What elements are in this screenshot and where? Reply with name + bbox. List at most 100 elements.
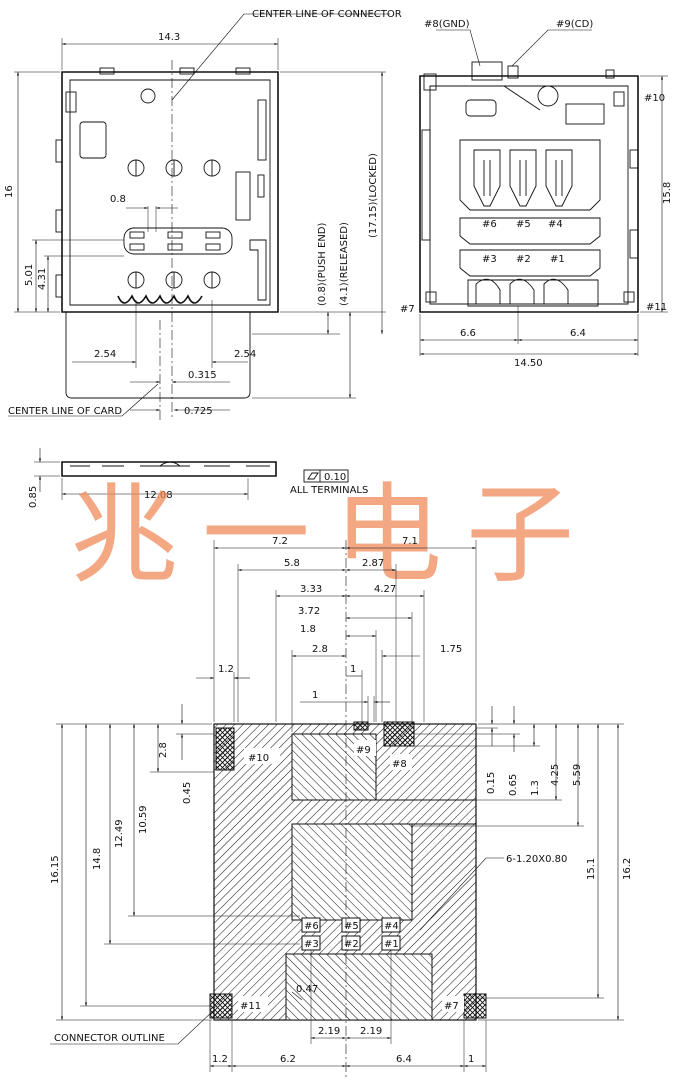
dim-4-27: 4.27 — [374, 584, 396, 595]
dim-15-8: 15.8 — [662, 182, 673, 204]
pad-labels: #10 #9 #8 #6 #5 #4 #3 #2 #1 #11 #7 — [238, 740, 464, 1012]
dim-5-01: 5.01 — [24, 264, 35, 286]
dim-1-3: 1.3 — [530, 780, 541, 796]
connector-body-outline — [61, 71, 279, 313]
label-connector-outline: CONNECTOR OUTLINE — [54, 1033, 165, 1044]
dim-6-4-bottom: 6.4 — [396, 1054, 412, 1065]
dim-15-1: 15.1 — [586, 858, 597, 880]
dim-0-47: 0.47 — [296, 984, 318, 995]
dim-5-59: 5.59 — [572, 764, 583, 786]
dim-12-08: 12.08 — [144, 490, 173, 501]
dim-14-50: 14.50 — [514, 358, 543, 369]
watermark-text: 兆一电子 — [70, 473, 598, 598]
dim-1-small: 1 — [312, 690, 318, 701]
pad-label-5: #5 — [344, 921, 359, 932]
dim-6-2: 6.2 — [280, 1054, 296, 1065]
left-dimensions: 16.15 14.8 12.49 10.59 2.8 0.45 — [50, 704, 300, 1021]
dim-0-725: 0.725 — [184, 406, 213, 417]
dim-0-15: 0.15 — [486, 772, 497, 794]
pad-10 — [215, 727, 235, 771]
dim-1-2-top: 1.2 — [218, 664, 234, 675]
flatness-frame — [303, 469, 349, 483]
dim-0-65: 0.65 — [508, 774, 519, 796]
pad-8 — [383, 721, 415, 747]
right-dimensions: 16.2 15.1 5.59 4.25 1.3 0.65 0.15 6-1.20… — [412, 706, 633, 1021]
dim-0-85: 0.85 — [28, 486, 39, 508]
bottom-dimensions: 1.2 6.2 6.4 1 2.19 2.19 0.47 — [209, 950, 487, 1072]
label-all-terminals: ALL TERMINALS — [290, 485, 368, 496]
pad-label-3: #3 — [304, 939, 319, 950]
dim-1-75: 1.75 — [440, 644, 462, 655]
dim-released: (4.1)(RELEASED) — [339, 222, 350, 306]
dim-3-72: 3.72 — [298, 606, 320, 617]
dim-3-33: 3.33 — [300, 584, 322, 595]
label-pin7: #7 — [400, 304, 415, 315]
top-dimensions: 7.2 7.1 5.8 2.87 3.33 4.27 3.72 1.8 — [196, 536, 477, 732]
dim-5-8: 5.8 — [284, 558, 300, 569]
pin-label-1: #1 — [550, 254, 565, 265]
label-pin8-gnd: #8(GND) — [424, 19, 470, 30]
label-pin9-cd: #9(CD) — [556, 19, 593, 30]
side-profile-outline — [61, 461, 277, 477]
pad-label-6: #6 — [304, 921, 319, 932]
dim-0-8: 0.8 — [110, 194, 126, 205]
dim-14-8: 14.8 — [92, 848, 103, 870]
dim-16-2: 16.2 — [622, 858, 633, 880]
dim-height-16: 16 — [4, 185, 15, 198]
bottom-view-outline — [419, 75, 639, 313]
pad-label-8: #8 — [392, 759, 407, 770]
top-right-view: #6 #5 #4 #3 #2 #1 #8(GND) #9(CD) #10 #7 … — [400, 19, 673, 369]
pad-label-9: #9 — [356, 745, 371, 756]
dim-0-315: 0.315 — [188, 370, 217, 381]
dim-4-25: 4.25 — [550, 764, 561, 786]
label-center-line-card: CENTER LINE OF CARD — [8, 406, 122, 417]
dim-16-15: 16.15 — [50, 855, 61, 884]
label-pin10: #10 — [644, 93, 665, 104]
dim-2-54-left: 2.54 — [94, 349, 116, 360]
dim-1-bottom: 1 — [468, 1054, 474, 1065]
label-pad-spec: 6-1.20X0.80 — [506, 854, 567, 865]
label-center-line-connector: CENTER LINE OF CONNECTOR — [252, 9, 402, 20]
pcb-layout-view: #10 #9 #8 #6 #5 #4 #3 #2 #1 #11 #7 7.2 7… — [50, 536, 633, 1078]
pin-label-5: #5 — [516, 219, 531, 230]
pad-label-1: #1 — [384, 939, 399, 950]
dim-locked: (17.15)(LOCKED) — [368, 153, 379, 238]
pin-label-3: #3 — [482, 254, 497, 265]
pin-label-4: #4 — [548, 219, 563, 230]
dim-1-top: 1 — [350, 664, 356, 675]
side-view: 0.85 12.08 0.10 ALL TERMINALS — [28, 448, 368, 508]
dim-2-54-right: 2.54 — [234, 349, 256, 360]
dim-width-14-3: 14.3 — [158, 32, 180, 43]
leader-center-line-connector — [171, 13, 390, 101]
dim-7-2: 7.2 — [272, 536, 288, 547]
dim-1-8: 1.8 — [300, 624, 316, 635]
dim-2-19-right: 2.19 — [360, 1026, 382, 1037]
pad-7 — [463, 993, 487, 1019]
dim-2-8: 2.8 — [312, 644, 328, 655]
pad-11 — [209, 993, 233, 1019]
flatness-value: 0.10 — [324, 472, 346, 483]
pad-label-4: #4 — [384, 921, 399, 932]
pad-9 — [353, 721, 369, 731]
pad-label-7: #7 — [444, 1001, 459, 1012]
dim-push-end: (0.8)(PUSH END) — [317, 222, 328, 306]
dim-2-19-left: 2.19 — [318, 1026, 340, 1037]
pad-label-2: #2 — [344, 939, 359, 950]
top-left-view: CENTER LINE OF CONNECTOR CENTER LINE OF … — [4, 9, 402, 420]
dim-4-31: 4.31 — [37, 268, 48, 290]
dim-6-4: 6.4 — [570, 328, 586, 339]
dim-6-6: 6.6 — [460, 328, 476, 339]
pad-label-11: #11 — [240, 1001, 261, 1012]
dim-1-2-bottom: 1.2 — [212, 1054, 228, 1065]
pad-label-10: #10 — [248, 753, 269, 764]
dim-10-59: 10.59 — [138, 805, 149, 834]
dim-2-8-left: 2.8 — [158, 742, 169, 758]
dim-2-87: 2.87 — [362, 558, 384, 569]
label-pin11: #11 — [646, 302, 667, 313]
contact-pads — [301, 917, 401, 951]
dim-7-1: 7.1 — [402, 536, 418, 547]
dim-12-49: 12.49 — [114, 819, 125, 848]
dim-0-45: 0.45 — [182, 782, 193, 804]
pin-label-6: #6 — [482, 219, 497, 230]
